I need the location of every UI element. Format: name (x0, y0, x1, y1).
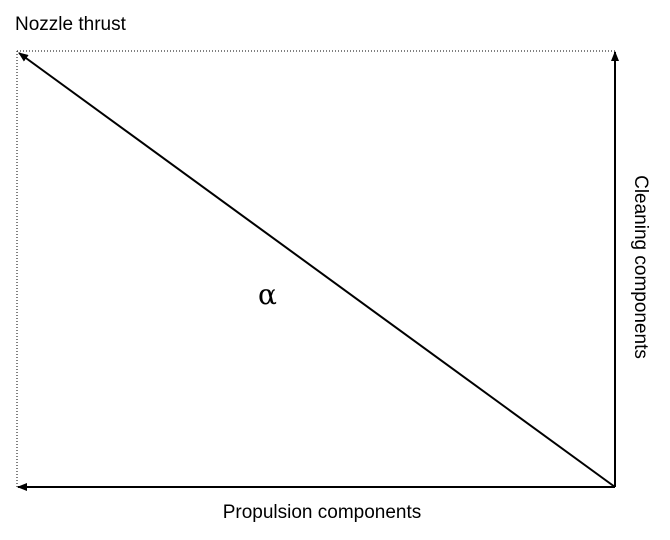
cleaning-components-label: Cleaning components (630, 175, 651, 359)
angle-alpha-label: α (258, 278, 277, 311)
propulsion-components-label: Propulsion components (222, 502, 422, 523)
nozzle-thrust-arrow (18, 52, 616, 488)
nozzle-thrust-label: Nozzle thrust (15, 14, 126, 35)
